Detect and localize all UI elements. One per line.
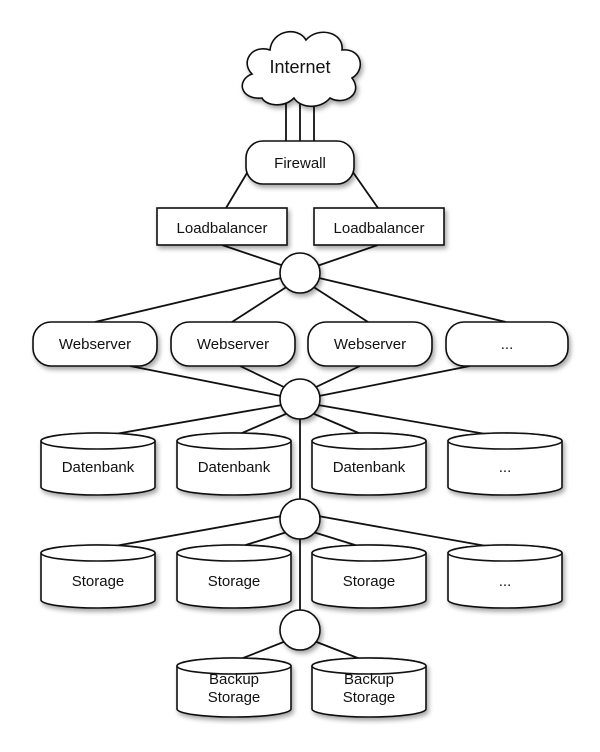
web-hub-link	[313, 365, 361, 389]
backup-label-line1: Backup	[344, 671, 394, 688]
switch-hub	[279, 609, 321, 651]
switch-hub	[279, 252, 321, 294]
webserver-box	[32, 321, 158, 367]
webserver-node: Webserver	[32, 321, 158, 367]
hub-web-link	[94, 277, 282, 323]
web-hub-link	[318, 365, 471, 397]
hub-db-link	[317, 404, 504, 438]
loadbalancer-label: Loadbalancer	[334, 220, 425, 237]
loadbalancer-node: Loadbalancer	[313, 207, 445, 246]
switch-hub	[279, 498, 321, 540]
hub-web-link	[231, 285, 289, 323]
storage-node: Storage	[176, 544, 292, 609]
switch-hub	[279, 378, 321, 420]
firewall-link	[225, 167, 251, 209]
webserver-node: Webserver	[307, 321, 433, 367]
database-label: Datenbank	[333, 459, 406, 476]
hub-db-link	[97, 404, 283, 438]
loadbalancer-label: Loadbalancer	[177, 220, 268, 237]
hub-web-link	[311, 285, 369, 323]
storage-node: Storage	[40, 544, 156, 609]
internet-label: Internet	[269, 57, 330, 77]
database-label: Datenbank	[198, 459, 271, 476]
database-label: ...	[499, 459, 512, 476]
hub-storage-link	[317, 515, 504, 550]
webserver-box	[170, 321, 296, 367]
webserver-label: Webserver	[334, 336, 406, 353]
webserver-label: ...	[501, 336, 514, 353]
storage-label: Storage	[72, 573, 125, 590]
cylinder-top	[311, 544, 427, 562]
database-node: ...	[447, 432, 563, 496]
firewall-link	[349, 167, 379, 209]
cylinder-top	[176, 657, 292, 675]
cylinder-top	[176, 544, 292, 562]
webserver-label: Webserver	[197, 336, 269, 353]
loadbalancer-box	[313, 207, 445, 246]
firewall-label: Firewall	[274, 155, 326, 172]
backup-label-line2: Storage	[343, 689, 396, 706]
backup-storage-node: Backup Storage	[176, 657, 292, 718]
database-node: Datenbank	[311, 432, 427, 496]
cylinder-top	[40, 544, 156, 562]
cylinder-top	[447, 544, 563, 562]
webserver-node: ...	[445, 321, 569, 367]
cloud-shape	[241, 30, 362, 108]
database-node: Datenbank	[176, 432, 292, 496]
webserver-box	[307, 321, 433, 367]
cylinder-top	[447, 432, 563, 450]
backup-storage-node: Backup Storage	[311, 657, 427, 718]
backup-label-line2: Storage	[208, 689, 261, 706]
firewall-box	[245, 140, 355, 185]
lb-hub-link	[316, 244, 379, 267]
storage-label: Storage	[208, 573, 261, 590]
backup-label-line1: Backup	[209, 671, 259, 688]
webserver-label: Webserver	[59, 336, 131, 353]
web-hub-link	[129, 365, 282, 397]
cylinder-top	[176, 432, 292, 450]
web-hub-link	[239, 365, 287, 389]
storage-node: ...	[447, 544, 563, 609]
hub-storage-link	[97, 515, 283, 550]
hub-web-link	[318, 277, 507, 323]
loadbalancer-box	[156, 207, 288, 246]
storage-label: Storage	[343, 573, 396, 590]
webserver-box	[445, 321, 569, 367]
database-node: Datenbank	[40, 432, 156, 496]
internet-cloud: Internet	[241, 30, 362, 108]
webserver-node: Webserver	[170, 321, 296, 367]
loadbalancer-node: Loadbalancer	[156, 207, 288, 246]
cylinder-top	[311, 657, 427, 675]
database-label: Datenbank	[62, 459, 135, 476]
storage-node: Storage	[311, 544, 427, 609]
firewall-node: Firewall	[245, 140, 355, 185]
lb-hub-link	[221, 244, 285, 267]
cylinder-top	[40, 432, 156, 450]
storage-label: ...	[499, 573, 512, 590]
cylinder-top	[311, 432, 427, 450]
